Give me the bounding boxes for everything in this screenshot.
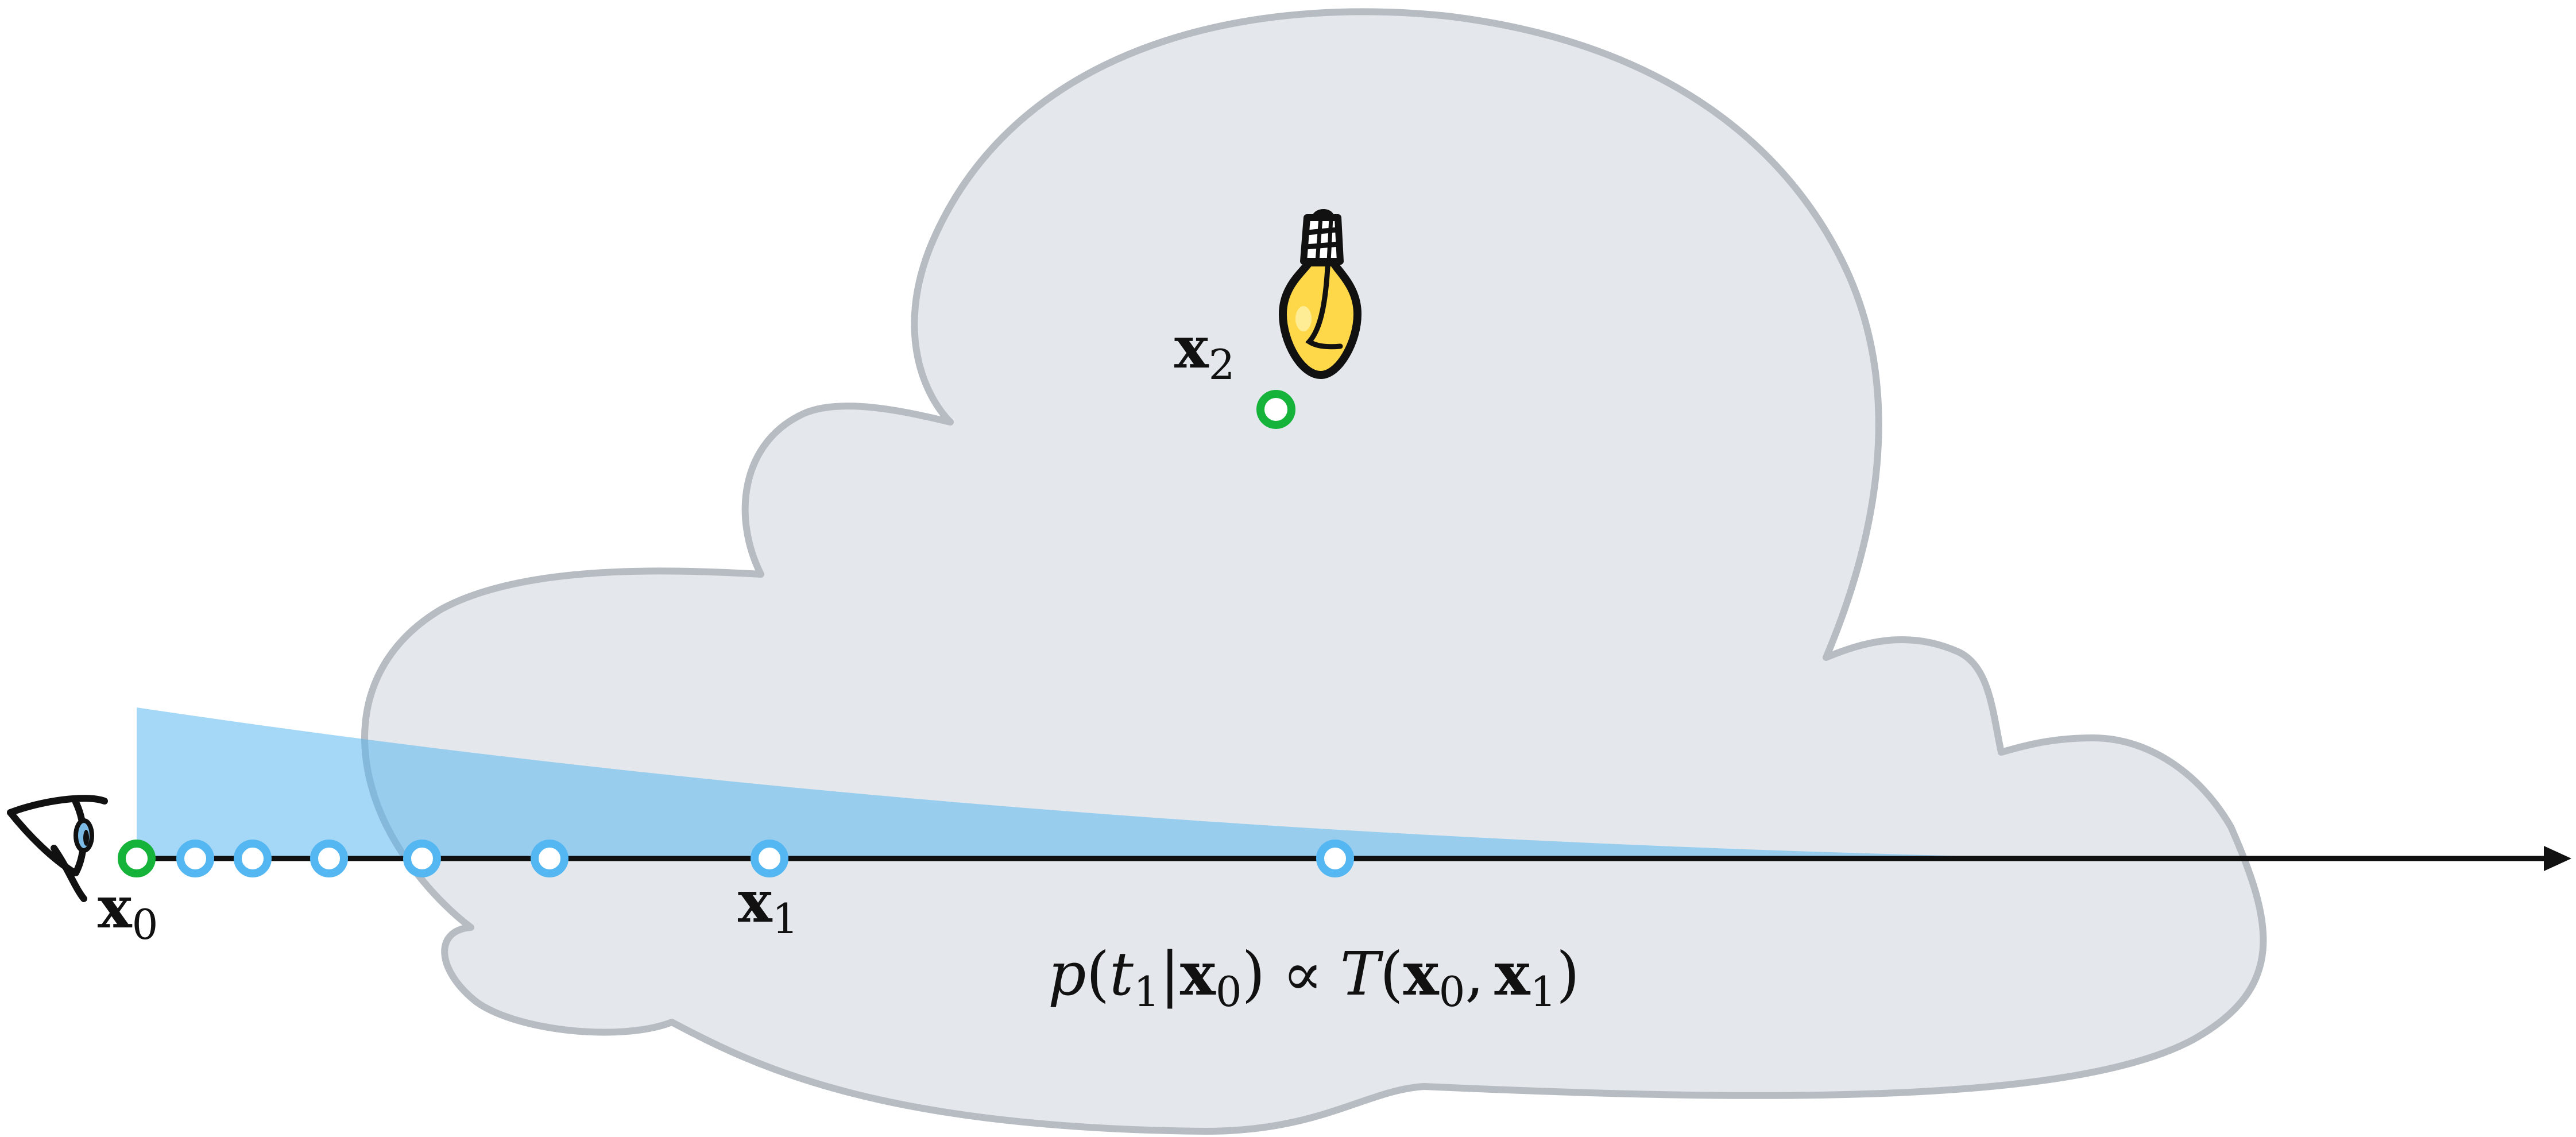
lightbulb-icon [1279, 209, 1362, 379]
formula-bar: | [1160, 939, 1180, 1009]
formula-x-a-sub: 0 [1439, 968, 1465, 1016]
formula-t: t [1109, 939, 1134, 1009]
formula-close: ) [1242, 939, 1266, 1009]
formula-x-sub: 0 [1216, 968, 1242, 1016]
formula-prop: ∝ [1282, 939, 1322, 1009]
label-x0-base: x [98, 873, 133, 941]
sample-point [310, 840, 348, 877]
formula-x: x [1180, 938, 1216, 1009]
eye-icon [7, 795, 108, 902]
label-x1-sub: 1 [772, 895, 799, 943]
label-x0: x0 [98, 873, 158, 949]
formula-open: ( [1086, 939, 1110, 1009]
formula-t-sub: 1 [1134, 968, 1160, 1016]
sample-point [1316, 840, 1354, 877]
label-x1: x1 [738, 868, 798, 943]
formula-x-a: x [1403, 938, 1440, 1009]
sample-point [234, 840, 272, 877]
light-point-x2 [1256, 390, 1295, 429]
formula-x-b: x [1494, 938, 1530, 1009]
label-x0-sub: 0 [132, 900, 158, 949]
transmittance-wedge [137, 707, 2067, 858]
formula-p: p [1048, 939, 1086, 1009]
start-point-x0 [118, 840, 156, 877]
label-x2-sub: 2 [1209, 341, 1235, 389]
formula-T: T [1340, 939, 1384, 1009]
sample-point [403, 840, 441, 877]
formula-close2: ) [1556, 939, 1580, 1009]
ray-arrowhead [2544, 846, 2571, 871]
label-x2: x2 [1174, 314, 1235, 389]
formula-x-b-sub: 1 [1530, 968, 1556, 1016]
sample-point [531, 840, 568, 877]
label-x1-base: x [738, 868, 773, 935]
formula-comma: , [1465, 939, 1484, 1009]
formula-open2: ( [1380, 939, 1403, 1009]
formula-pdf-proportional-transmittance: p(t1|x0)∝T(x0,x1) [1048, 938, 1580, 1016]
label-x2-base: x [1174, 314, 1209, 381]
sample-point [176, 840, 214, 877]
sample-point-x1 [751, 840, 788, 877]
sample-points [176, 840, 1354, 877]
